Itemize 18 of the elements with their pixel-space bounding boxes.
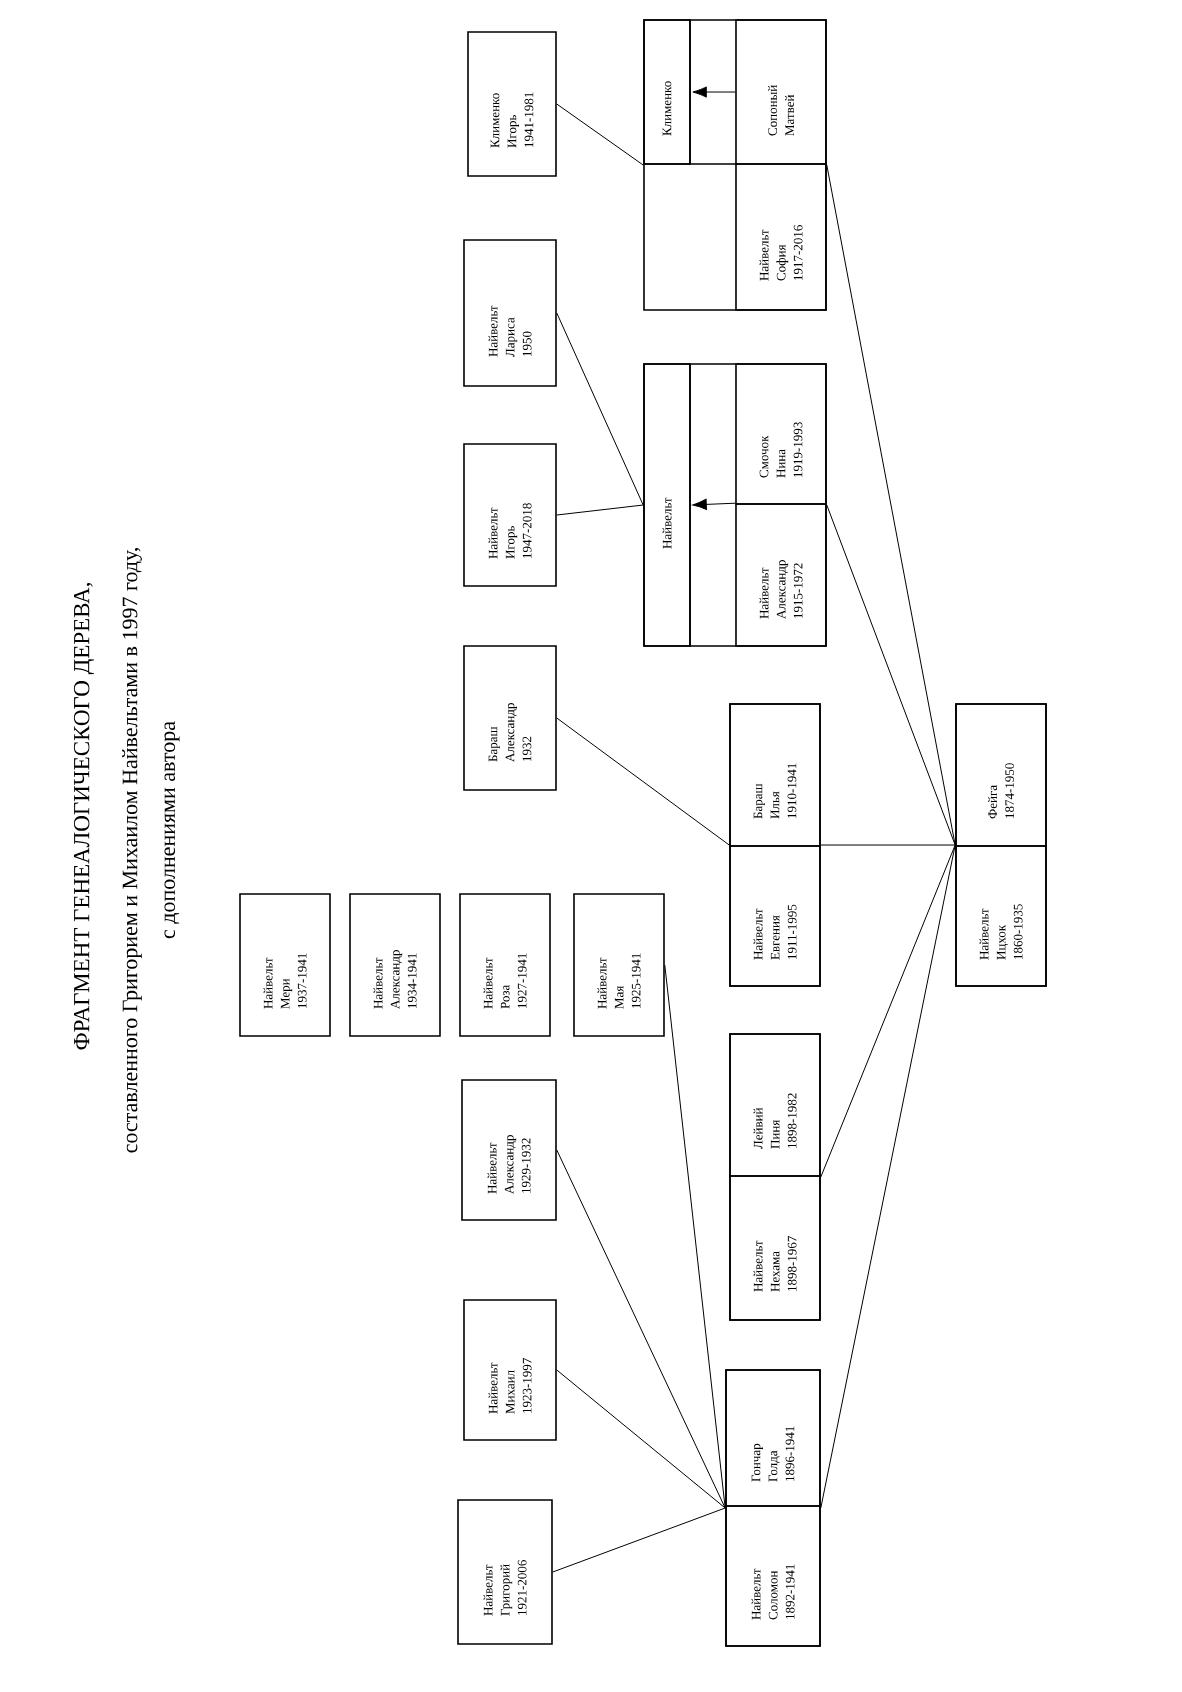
connector-line bbox=[556, 312, 644, 506]
connector-line bbox=[826, 164, 956, 846]
connector-line bbox=[820, 844, 956, 1178]
connector-line bbox=[556, 504, 644, 516]
title: ФРАГМЕНТ ГЕНЕАЛОГИЧЕСКОГО ДЕРЕВА, bbox=[73, 583, 95, 1050]
connector-line bbox=[556, 717, 730, 846]
connector-line bbox=[552, 1507, 726, 1573]
connector-line bbox=[556, 1369, 726, 1509]
connector-line bbox=[664, 964, 726, 1509]
arrow bbox=[692, 86, 736, 98]
connector-line bbox=[820, 844, 956, 1509]
subtitle: составленного Григорием и Михаилом Найвельтами в 1997 году, bbox=[122, 548, 142, 1153]
connector-line bbox=[826, 504, 956, 846]
connector-line bbox=[820, 844, 956, 846]
arrow bbox=[692, 498, 736, 510]
subtitle: с дополнениями автора bbox=[164, 721, 180, 939]
connector-line bbox=[556, 103, 644, 166]
connector-line bbox=[556, 1149, 726, 1509]
